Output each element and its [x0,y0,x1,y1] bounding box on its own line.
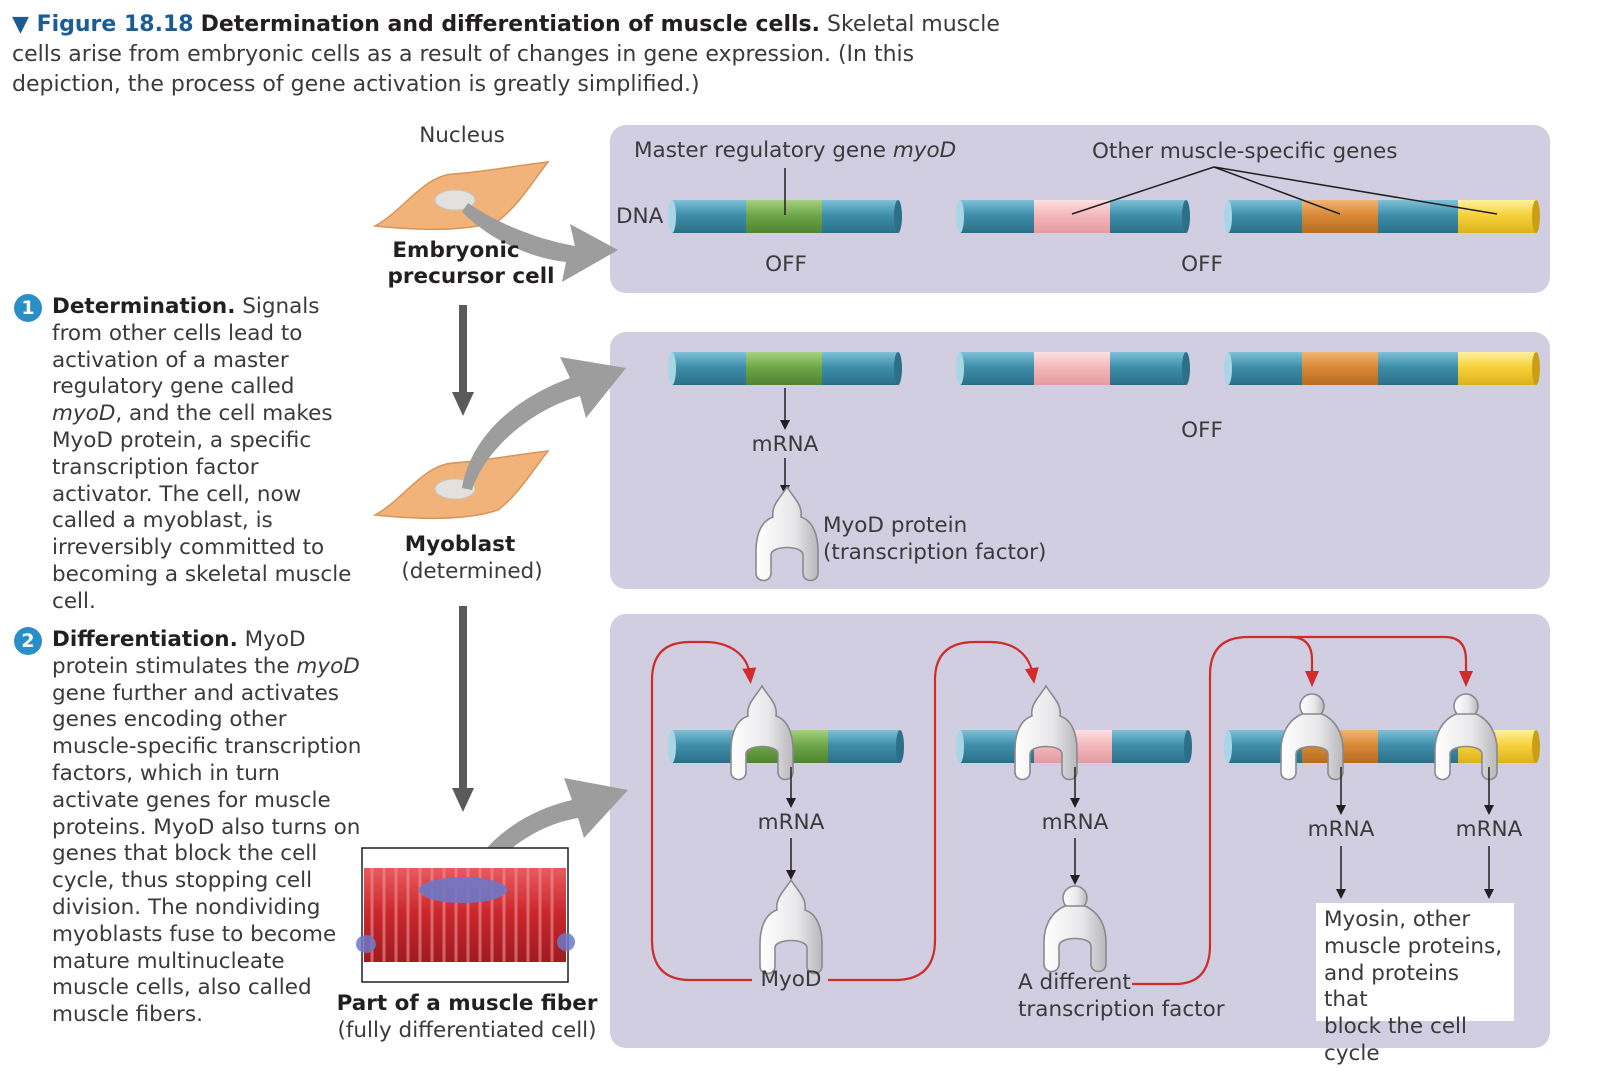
panel2-mrna-label: mRNA [751,432,819,457]
myod-protein-icon [755,486,819,582]
panel2-gene-myod [668,352,902,385]
step-2-title: Differentiation. [52,627,238,652]
panel1-off-right: OFF [1181,252,1223,277]
red-loop-3-branch [1289,635,1319,687]
products-line-4: block the cell cycle [1324,1014,1467,1066]
products-line-2: muscle proteins, [1324,933,1503,959]
products-line-1: Myosin, other [1324,907,1471,932]
panel3-expression-arrows [786,767,1494,899]
bound-tf-on-orange-gene-icon [1280,693,1344,781]
different-tf-protein-icon [1043,885,1107,973]
myoblast-sublabel: (determined) [401,559,543,584]
master-gene-label: Master regulatory gene myoD [634,138,956,164]
panel3-mrna-2: mRNA [1041,810,1109,835]
embryonic-label-line1: Embryonic [392,238,520,263]
master-gene-label-text: Master regulatory gene [634,138,893,163]
panel1-gene-pink [956,200,1190,233]
gray-arrow-3 [462,778,628,892]
gray-arrow-2 [462,357,626,490]
different-tf-label-line2: transcription factor [1018,997,1225,1022]
embryonic-label-line2: precursor cell [387,264,555,289]
panel3-mrna-4: mRNA [1455,817,1523,842]
figure-caption-body: Skeletal muscle cells arise from embryon… [12,12,1000,97]
step-number-2: 2 [14,627,42,655]
red-loop-2 [828,640,1039,982]
products-line-3: and proteins that [1324,960,1459,1013]
embryonic-precursor-cell [374,161,549,231]
down-arrow-2 [452,606,474,812]
different-tf-label-line1: A different [1018,970,1131,995]
muscle-products-label: Myosin, other muscle proteins, and prote… [1316,903,1514,1066]
red-loop-1 [650,640,757,982]
myod-protein-product-icon [759,879,823,975]
panel2-gene-pink [956,352,1190,385]
nucleus-label: Nucleus [419,123,505,148]
panel2-gene-orange-yellow [1224,352,1540,385]
other-genes-label: Other muscle-specific genes [1092,139,1398,164]
figure-label: ▼ Figure 18.18 [12,12,194,37]
step-1-italic: myoD [52,401,116,427]
myoblast-cell [374,450,549,520]
red-loop-3 [1132,635,1473,986]
myod-protein-label-line1: MyoD protein [823,513,968,538]
other-genes-pointer-lines [1071,166,1498,215]
panel1-gene-orange-yellow [1224,200,1540,233]
step-1-text-b: , and the cell makes MyoD protein, a spe… [52,401,352,614]
muscle-fiber-sublabel: (fully differentiated cell) [337,1018,597,1043]
panel3-mrna-1: mRNA [757,810,825,835]
figure-title: Determination and differentiation of mus… [200,12,820,37]
step-2-text-a: MyoD protein stimulates the [52,627,306,679]
step-number-1: 1 [14,294,42,322]
myod-protein-label-line2: (transcription factor) [823,540,1047,565]
down-arrow-1 [452,305,474,416]
panel3-mrna-3: mRNA [1307,817,1375,842]
step-differentiation: 2 Differentiation. MyoD protein stimulat… [14,627,364,1029]
panel2-off-label: OFF [1181,418,1223,443]
step-2-italic: myoD [296,653,360,679]
step-1-title: Determination. [52,294,236,319]
panel1-gene-myod [668,200,902,233]
step-2-text-b: gene further and activates genes encodin… [52,680,362,1028]
muscle-fiber-image [356,847,575,983]
master-gene-label-italic: myoD [892,138,957,163]
figure-caption: ▼ Figure 18.18 Determination and differe… [12,10,1022,100]
myoblast-label: Myoblast [404,532,516,557]
panel3-myod-label: MyoD [760,967,822,992]
step-1-text-a: Signals from other cells lead to activat… [52,294,320,400]
muscle-fiber-label: Part of a muscle fiber [336,991,598,1016]
gray-arrow-1 [462,203,618,282]
bound-myod-on-myod-gene-icon [730,685,794,781]
step-determination: 1 Determination. Signals from other cell… [14,294,364,616]
panel1-off-left: OFF [765,252,807,277]
bound-myod-on-pink-gene-icon [1014,685,1078,781]
dna-label: DNA [616,204,664,229]
bound-tf-on-yellow-gene-icon [1434,693,1498,781]
